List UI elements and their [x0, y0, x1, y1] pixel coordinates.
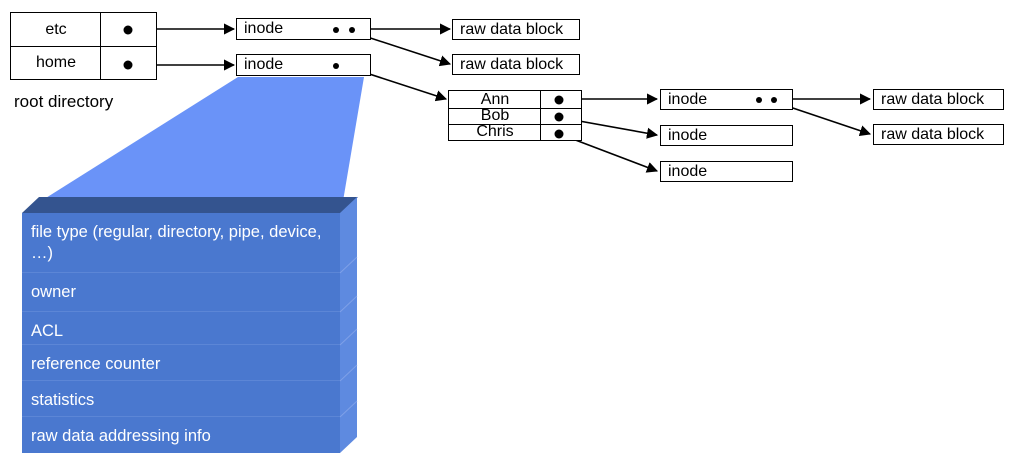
raw-data-block-4-label: raw data block — [881, 125, 985, 143]
root-directory-pointer-dot-etc — [123, 25, 133, 35]
raw-data-block-4[interactable]: raw data block — [873, 124, 1004, 145]
inode-detail-block: file type (regular, directory, pipe, dev… — [22, 213, 340, 453]
inode-box-ann-label: inode — [668, 90, 708, 108]
home-directory-pointer-dot-ann — [554, 95, 564, 105]
inode-detail-row-acl: ACL — [22, 312, 340, 345]
home-directory-entry-chris[interactable]: Chris — [476, 123, 514, 140]
inode-detail-row-reference-counter: reference counter — [22, 345, 340, 381]
inode-box-bob[interactable]: inode — [660, 125, 793, 146]
inode-etc-pointer-dot-2 — [349, 27, 355, 33]
root-directory-caption: root directory — [14, 92, 114, 111]
inode-home-pointer-dot-1 — [333, 63, 339, 69]
inode-box-etc[interactable]: inode — [236, 18, 371, 40]
inode-ann-pointer-dot-2 — [771, 97, 777, 103]
raw-data-block-1[interactable]: raw data block — [452, 19, 580, 40]
inode-box-ann[interactable]: inode — [660, 89, 793, 110]
detail-side-creases — [339, 256, 358, 418]
home-directory-row-divider-1 — [449, 108, 581, 109]
home-directory-pointer-dot-bob — [554, 112, 564, 122]
home-directory-col-divider — [540, 91, 541, 140]
home-directory-entry-ann[interactable]: Ann — [480, 91, 510, 108]
home-directory-pointer-dot-chris — [554, 129, 564, 139]
inode-detail-row-raw-data-addressing-info: raw data addressing info — [31, 427, 211, 445]
raw-data-block-3[interactable]: raw data block — [873, 89, 1004, 110]
raw-data-block-2-label: raw data block — [460, 55, 564, 73]
root-directory-entry-etc[interactable]: etc — [45, 21, 67, 38]
raw-data-block-1-label: raw data block — [460, 20, 564, 38]
wedge-shape — [22, 77, 364, 213]
root-directory-table: etc home — [10, 12, 157, 80]
inode-box-chris[interactable]: inode — [660, 161, 793, 182]
inode-box-etc-label: inode — [244, 20, 284, 37]
home-directory-row-divider-2 — [449, 124, 581, 125]
home-directory-entry-bob[interactable]: Bob — [480, 107, 510, 124]
root-directory-row-divider — [11, 46, 156, 47]
raw-data-block-2[interactable]: raw data block — [452, 54, 580, 75]
inode-etc-pointer-dot-1 — [333, 27, 339, 33]
raw-data-block-3-label: raw data block — [881, 90, 985, 108]
detail-top-face — [22, 197, 358, 213]
root-directory-entry-home[interactable]: home — [35, 54, 77, 71]
inode-detail-row-statistics: statistics — [22, 381, 340, 417]
root-directory-col-divider — [100, 13, 101, 79]
inode-detail-row-file-type: file type (regular, directory, pipe, dev… — [22, 213, 340, 273]
inode-ann-pointer-dot-1 — [756, 97, 762, 103]
inode-box-chris-label: inode — [668, 162, 708, 180]
inode-box-home-label: inode — [244, 56, 284, 73]
inode-box-bob-label: inode — [668, 126, 708, 144]
root-directory-pointer-dot-home — [123, 60, 133, 70]
inode-detail-row-owner: owner — [22, 273, 340, 312]
inode-box-home[interactable]: inode — [236, 54, 371, 76]
home-directory-table: Ann Bob Chris — [448, 90, 582, 141]
